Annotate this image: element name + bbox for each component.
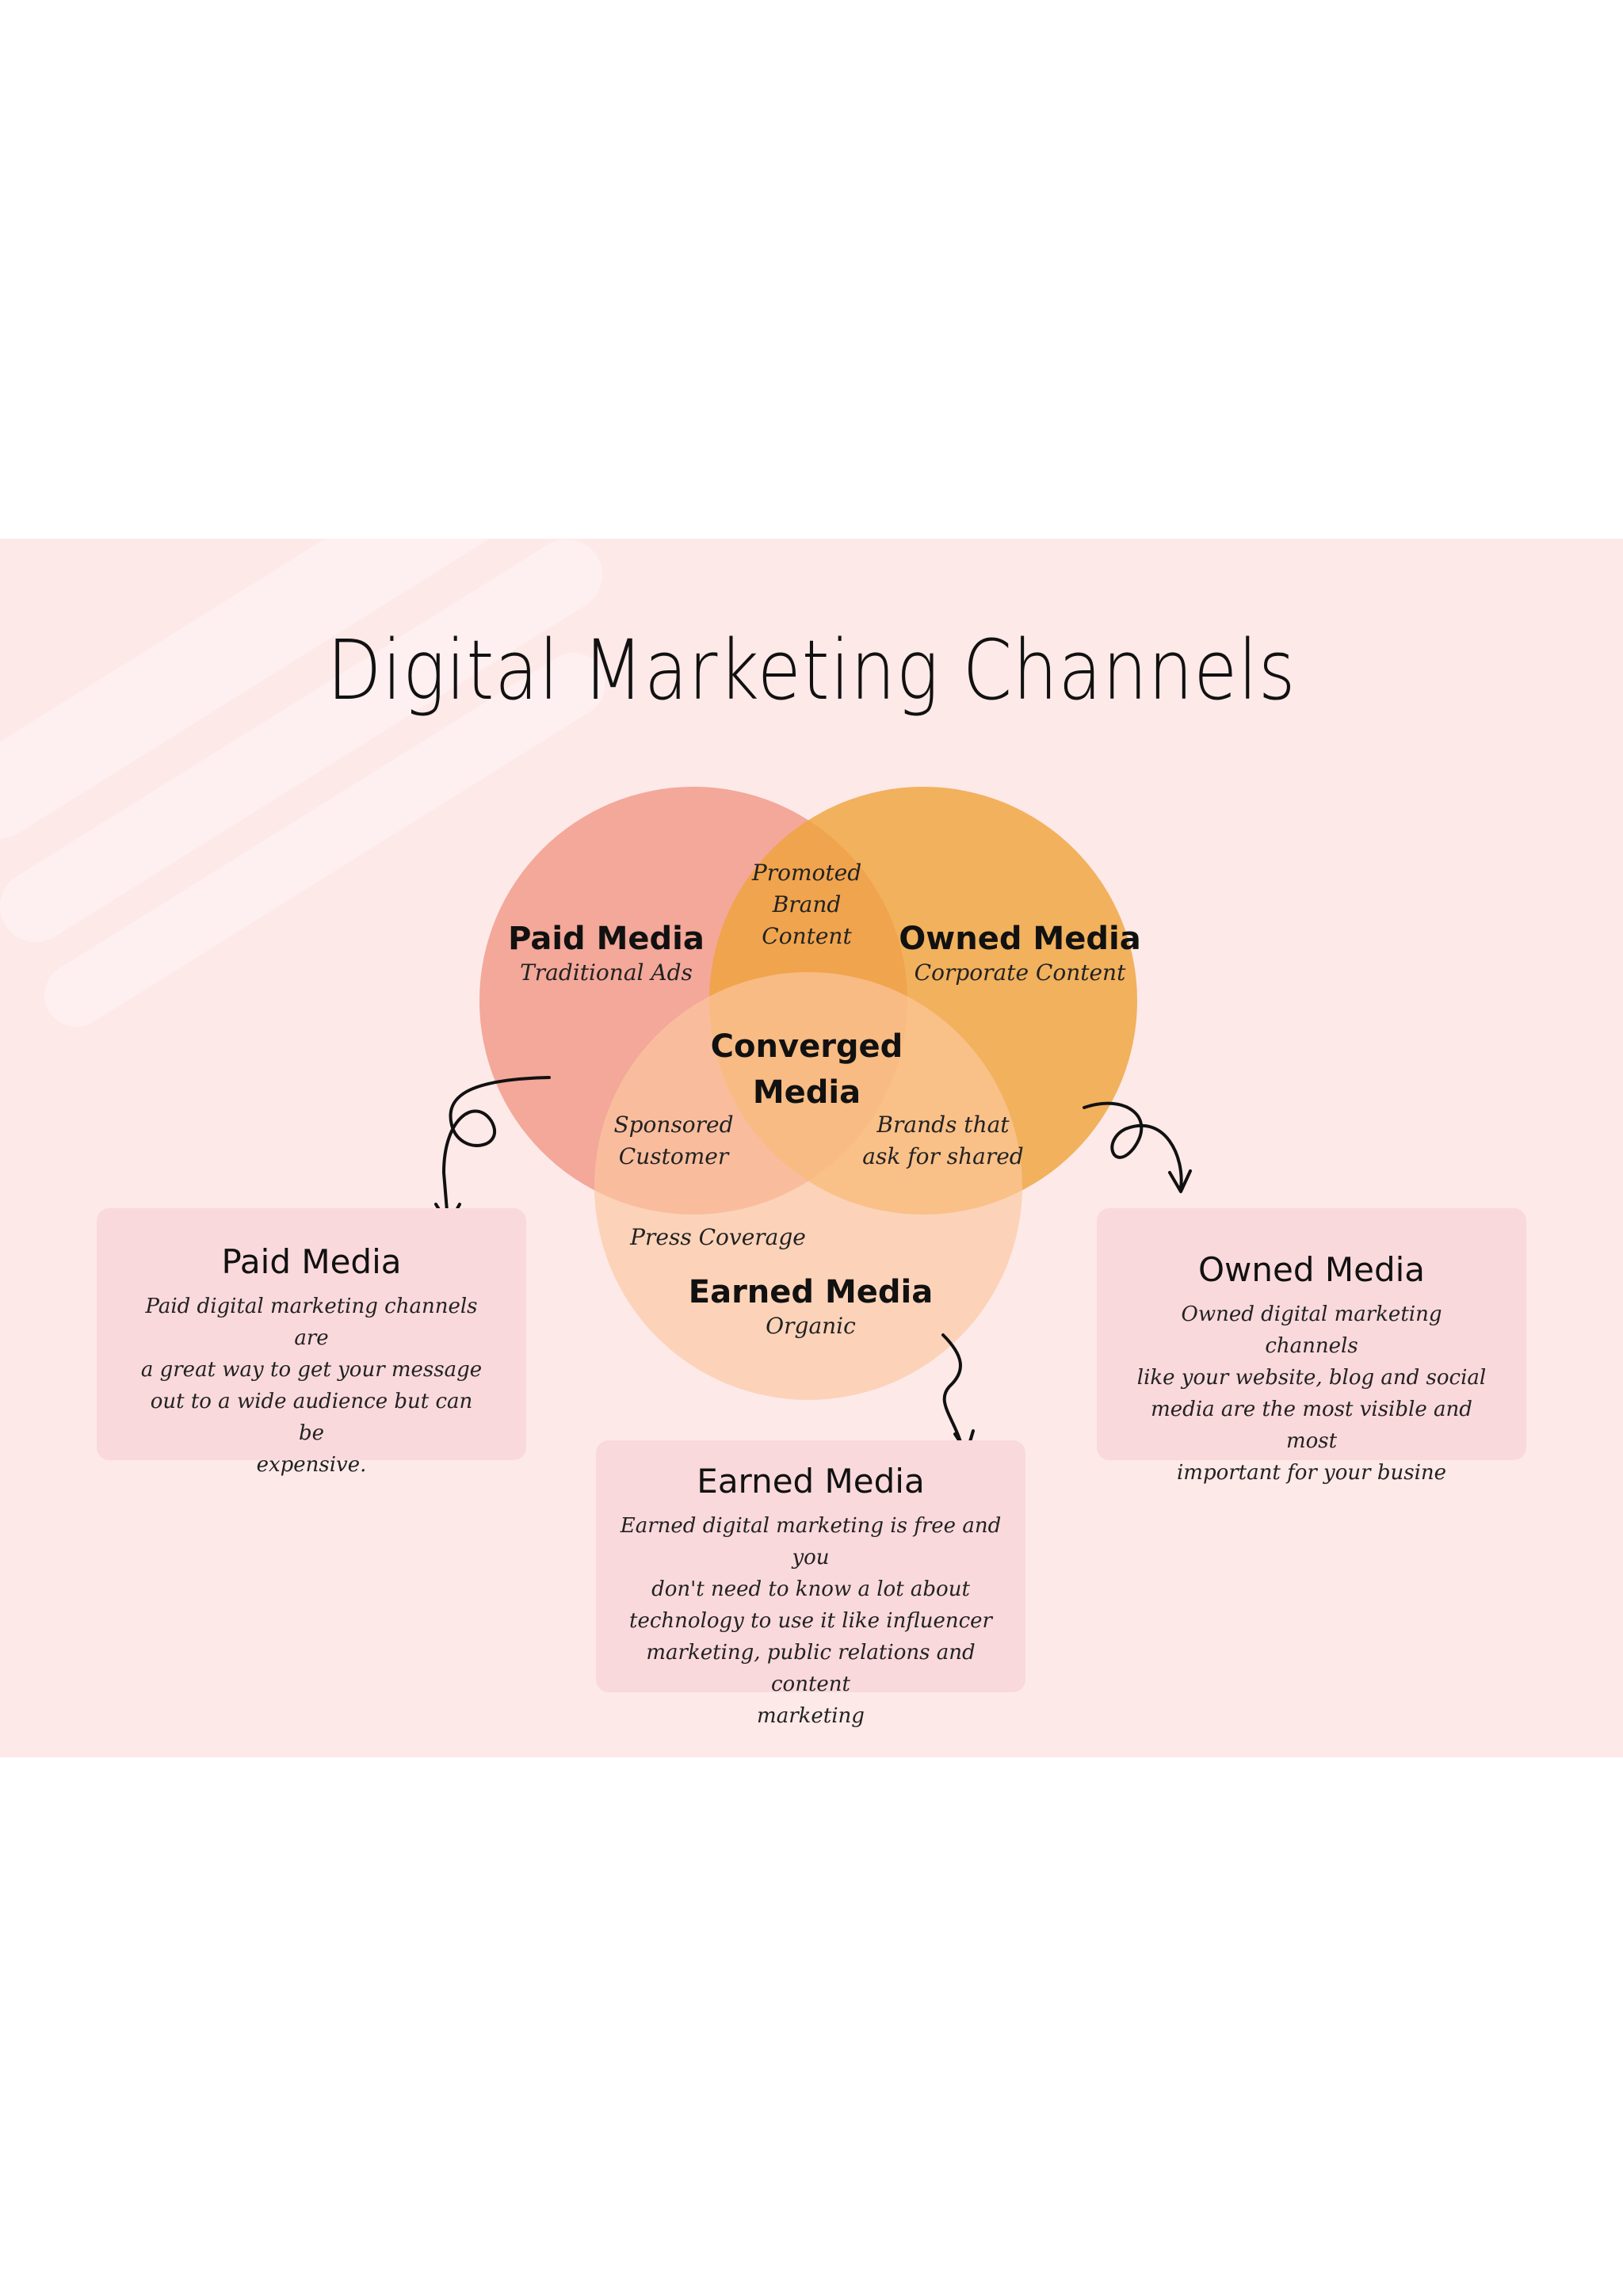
card-body: Earned digital marketing is free and you… (620, 1510, 1002, 1732)
card-line: important for your busine (1176, 1461, 1447, 1485)
card-title: Owned Media (1197, 1250, 1426, 1289)
earned-media-title: Earned Media (688, 1274, 934, 1310)
earned-media-label: Earned Media Organic (689, 1274, 933, 1342)
card-line: marketing (757, 1704, 865, 1728)
card-line: Earned digital marketing is free and you (620, 1514, 1002, 1569)
owned-media-label: Owned Media Corporate Content (899, 921, 1140, 989)
curly-arrow-right (1083, 1101, 1183, 1190)
promoted-brand-content-label: Promoted Brand Content (752, 857, 861, 952)
brands-shared-label: Brands that ask for shared (862, 1109, 1023, 1173)
card-line: technology to use it like influencer (629, 1609, 992, 1633)
background-panel: Digital Marketing Channels Paid Media Tr… (0, 539, 1623, 1757)
card-line: marketing, public relations and content (646, 1641, 976, 1696)
owned-media-subtitle: Corporate Content (914, 959, 1126, 986)
card-line: like your website, blog and social (1136, 1366, 1487, 1390)
arrowhead-right (1168, 1169, 1192, 1193)
card-line: a great way to get your message (140, 1358, 483, 1382)
content-line: Content (762, 923, 852, 949)
paid-media-subtitle: Traditional Ads (520, 959, 693, 986)
card-line: Paid digital marketing channels are (145, 1295, 478, 1350)
card-line: media are the most visible and most (1151, 1398, 1472, 1453)
owned-media-card: Owned Media Owned digital marketing chan… (1097, 1208, 1526, 1485)
media-line: Media (752, 1074, 861, 1111)
card-title: Paid Media (221, 1242, 402, 1281)
brand-line: Brand (772, 891, 842, 917)
card-line: expensive. (256, 1453, 367, 1477)
curly-arrow-bottom (941, 1333, 968, 1451)
ask-for-shared-line: ask for shared (862, 1143, 1024, 1169)
customer-line: Customer (618, 1143, 729, 1169)
venn-diagram (434, 787, 1192, 1454)
promoted-line: Promoted (751, 860, 862, 886)
card-line: don't need to know a lot about (651, 1577, 970, 1601)
paid-media-label: Paid Media Traditional Ads (508, 921, 705, 989)
earned-media-card: Earned Media Earned digital marketing is… (596, 1440, 1025, 1728)
paid-media-title: Paid Media (508, 921, 705, 957)
owned-media-title: Owned Media (899, 921, 1141, 957)
card-body: Owned digital marketing channels like yo… (1136, 1299, 1487, 1489)
converged-media-label: Converged Media (711, 1024, 903, 1116)
brands-that-line: Brands that (876, 1112, 1010, 1138)
paid-media-card: Paid Media Paid digital marketing channe… (97, 1208, 526, 1477)
card-line: Owned digital marketing channels (1181, 1302, 1442, 1358)
card-line: out to a wide audience but can be (150, 1390, 473, 1445)
earned-media-subtitle: Organic (766, 1313, 856, 1339)
converged-line: Converged (710, 1028, 903, 1065)
page-title: Digital Marketing Channels (327, 622, 1296, 719)
curly-arrow-left (441, 1076, 551, 1222)
press-coverage-label: Press Coverage (630, 1224, 806, 1250)
sponsored-line: Sponsored (613, 1112, 734, 1138)
sponsored-customer-label: Sponsored Customer (613, 1109, 733, 1173)
card-title: Earned Media (697, 1462, 925, 1501)
card-body: Paid digital marketing channels are a gr… (136, 1291, 487, 1481)
earned-circle (594, 972, 1022, 1400)
